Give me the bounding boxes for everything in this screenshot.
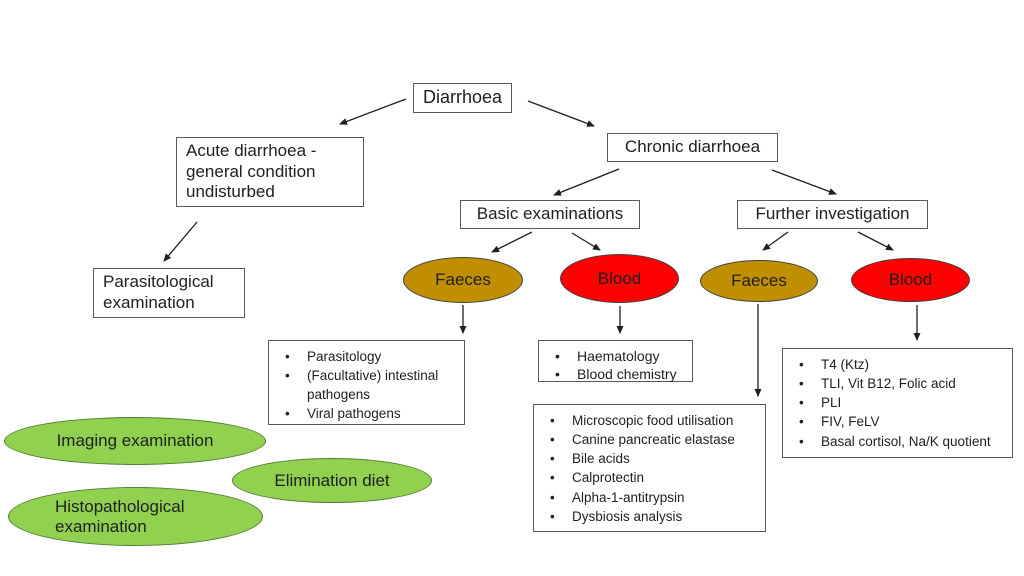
node-blood-further: Blood [851, 258, 970, 302]
list-item: Canine pancreatic elastase [548, 430, 759, 449]
arrow-diarrhoea-acute [339, 98, 407, 125]
list-item: TLI, Vit B12, Folic acid [797, 374, 1006, 393]
node-elimination-diet: Elimination diet [232, 458, 432, 503]
arrow-basic-blood [571, 232, 601, 251]
list-item: Calprotectin [548, 468, 759, 487]
list-item: (Facultative) intestinal pathogens [283, 366, 458, 404]
arrow-basic-faeces [491, 231, 533, 253]
list-item: Alpha-1-antitrypsin [548, 488, 759, 507]
arrow-acute-parasitological [163, 221, 198, 262]
arrow-chronic-basic [553, 168, 620, 196]
list-blood-further-tests: T4 (Ktz)TLI, Vit B12, Folic acidPLIFIV, … [782, 348, 1013, 458]
arrow-further-blood [857, 231, 894, 251]
list-item: Haematology [553, 347, 686, 365]
node-chronic-diarrhoea: Chronic diarrhoea [607, 133, 778, 162]
node-basic-examinations: Basic examinations [460, 200, 640, 229]
arrow-diarrhoea-chronic [527, 100, 595, 127]
list-item: FIV, FeLV [797, 412, 1006, 431]
test-list: Microscopic food utilisationCanine pancr… [534, 405, 765, 530]
node-faeces-basic: Faeces [403, 257, 523, 303]
node-parasitological-examination: Parasitological examination [93, 268, 245, 318]
test-list: T4 (Ktz)TLI, Vit B12, Folic acidPLIFIV, … [783, 349, 1012, 455]
list-item: T4 (Ktz) [797, 355, 1006, 374]
list-item: Microscopic food utilisation [548, 411, 759, 430]
node-blood-basic: Blood [560, 254, 679, 303]
list-blood-basic-tests: HaematologyBlood chemistry [538, 340, 693, 384]
node-imaging-examination: Imaging examination [4, 417, 266, 465]
arrow-further-faeces [762, 231, 789, 251]
node-further-investigation: Further investigation [737, 200, 928, 229]
node-diarrhoea: Diarrhoea [413, 83, 512, 113]
list-item: PLI [797, 393, 1006, 412]
test-list: Parasitology(Facultative) intestinal pat… [269, 341, 464, 428]
node-acute-diarrhoea: Acute diarrhoea - general condition undi… [176, 137, 364, 207]
list-item: Parasitology [283, 347, 458, 366]
node-faeces-further: Faeces [700, 260, 818, 302]
list-item: Blood chemistry [553, 365, 686, 383]
node-histopathological-examination: Histopathological examination [8, 487, 263, 546]
test-list: HaematologyBlood chemistry [539, 341, 692, 387]
list-item: Basal cortisol, Na/K quotient [797, 432, 1006, 451]
list-faeces-further-tests: Microscopic food utilisationCanine pancr… [533, 404, 766, 532]
list-faeces-basic-tests: Parasitology(Facultative) intestinal pat… [268, 340, 465, 425]
list-item: Viral pathogens [283, 404, 458, 423]
list-item: Dysbiosis analysis [548, 507, 759, 526]
list-item: Bile acids [548, 449, 759, 468]
arrow-chronic-further [771, 169, 837, 195]
